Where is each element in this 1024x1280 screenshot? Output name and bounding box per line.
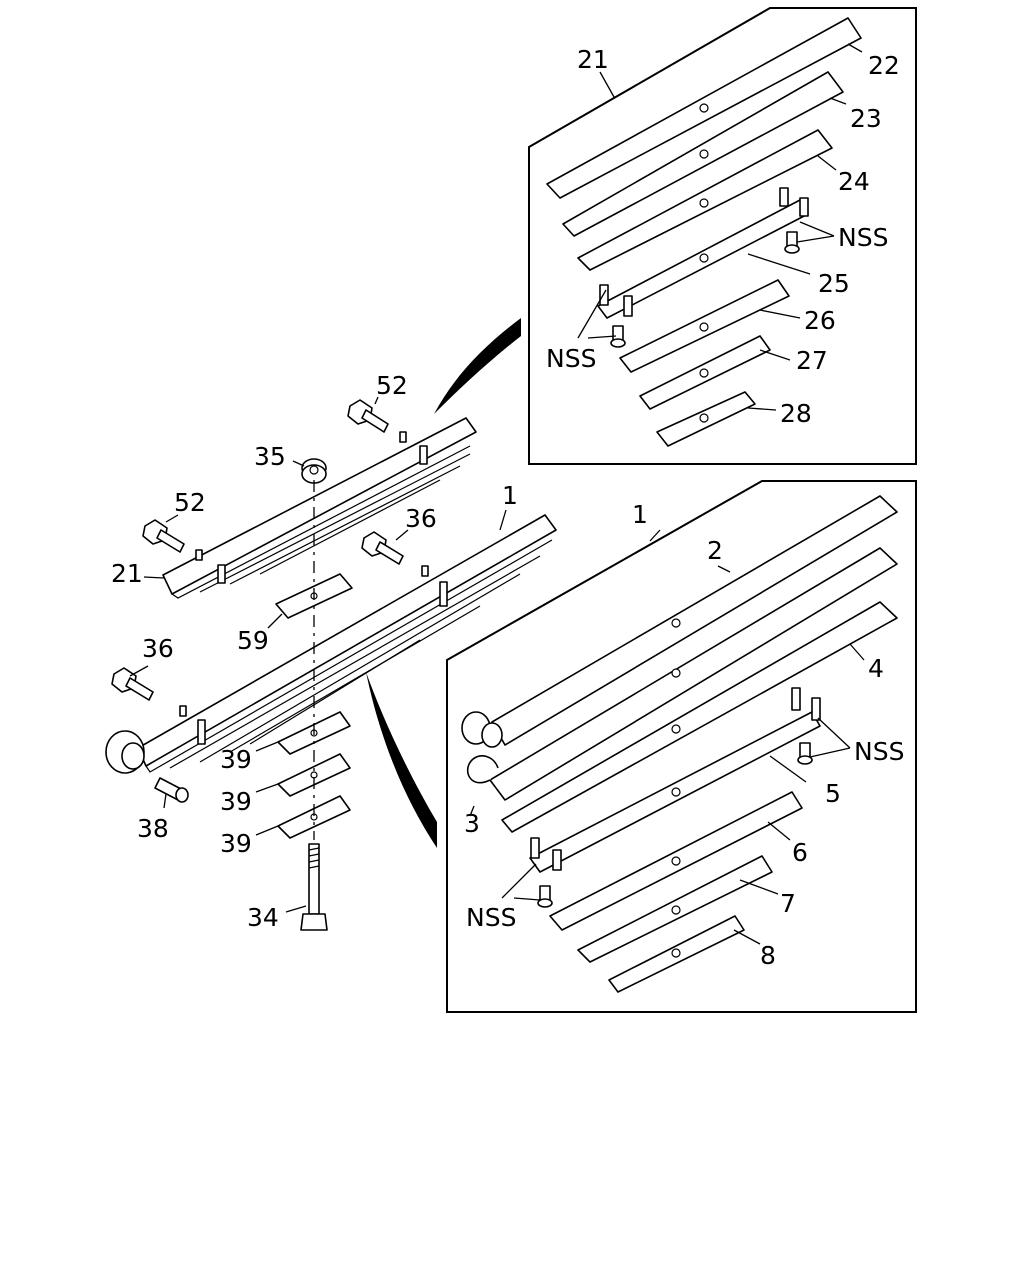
part-labels: 21 22 23 24 NSS 25 26 NSS 27 28 52 35 1 … [111,45,904,970]
leaf-5-with-clips [529,687,821,873]
label-25: 25 [818,269,850,298]
leaf-3-with-eye [466,547,898,801]
upper-callout-wedge [434,318,521,414]
leaf-4 [501,601,898,833]
label-8: 8 [760,941,776,970]
label-nss-upper-left: NSS [546,344,596,373]
label-6: 6 [792,838,808,867]
nss-bolt-upper-right [784,231,800,254]
label-nss-lower-left: NSS [466,903,516,932]
nss-bolt-lower-left [537,885,553,908]
label-22: 22 [868,51,900,80]
main-spring-1 [105,514,557,774]
label-1-main: 1 [502,481,518,510]
label-1-inset: 1 [632,500,648,529]
label-3: 3 [464,809,480,838]
lower-callout-wedge [366,672,437,848]
label-36-upper: 36 [405,504,437,533]
leaf-2-with-eye [461,495,898,748]
label-7: 7 [780,889,796,918]
label-36-lower: 36 [142,634,174,663]
label-38: 38 [137,814,169,843]
bolt-52-upper [347,399,389,433]
label-24: 24 [838,167,870,196]
label-nss-upper-right: NSS [838,223,888,252]
plate-39-b [277,753,351,797]
label-39-c: 39 [220,829,252,858]
label-39-b: 39 [220,787,252,816]
label-2: 2 [707,536,723,565]
leaf-23 [562,71,844,237]
leaf-27 [639,335,771,410]
lower-inset-frame [446,480,917,1013]
leaf-24 [577,129,833,271]
label-35: 35 [254,442,286,471]
helper-spring-21 [162,417,477,599]
label-59: 59 [237,626,269,655]
leaf-6 [549,791,803,931]
nss-bolt-upper-left [610,325,626,348]
label-39-a: 39 [220,745,252,774]
label-26: 26 [804,306,836,335]
label-34: 34 [247,903,279,932]
label-nss-lower-right: NSS [854,737,904,766]
bolt-36-lower [111,667,154,701]
label-52-lower: 52 [174,488,206,517]
nss-bolt-lower-right [797,742,813,765]
leaf-26 [619,279,790,373]
bolt-36-upper [361,531,404,565]
upper-inset-frame [528,7,917,465]
bolt-52-lower [142,519,185,553]
leaf-7 [577,855,773,963]
leader-lines [129,43,865,945]
nut-35 [301,458,327,484]
label-52-upper: 52 [376,371,408,400]
label-27: 27 [796,346,828,375]
bushing-38 [154,777,189,803]
center-bolt-34 [300,843,328,931]
leaf-22 [546,17,862,199]
leaf-25-with-clips [597,187,809,319]
label-21-inset: 21 [577,45,609,74]
leaf-8 [608,915,745,993]
label-23: 23 [850,104,882,133]
label-5: 5 [825,779,841,808]
label-4: 4 [868,654,884,683]
leaf-28 [656,391,756,447]
label-21-main: 21 [111,559,143,588]
label-28: 28 [780,399,812,428]
plate-39-c [277,795,351,839]
